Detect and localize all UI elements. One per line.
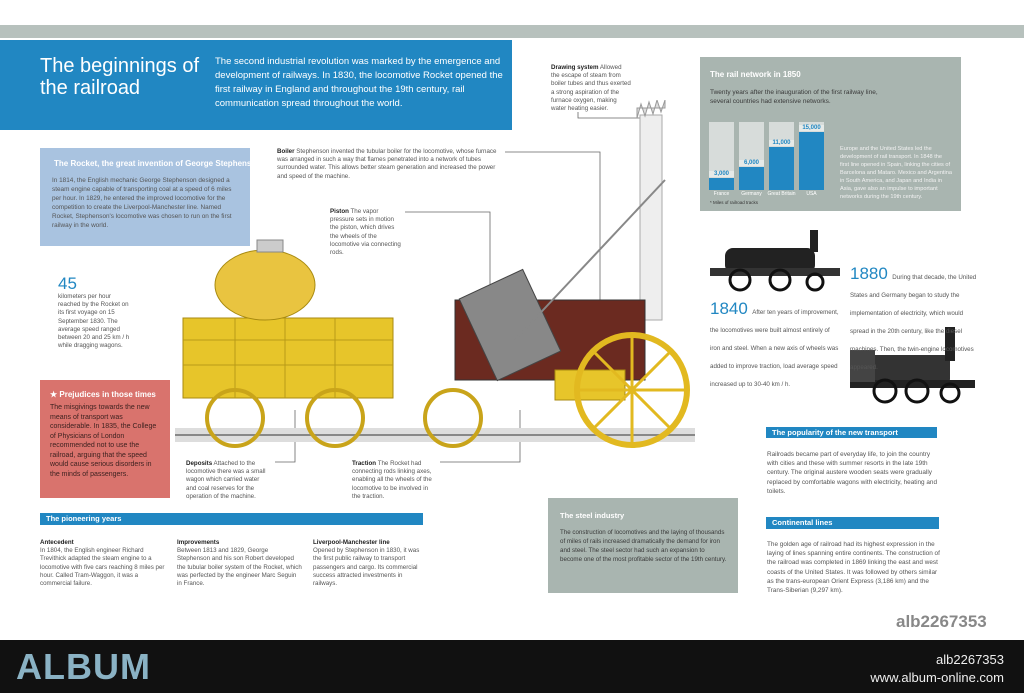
popularity-text: Railroads became part of everyday life, … <box>767 451 938 495</box>
rocket-locomotive-illustration <box>175 100 695 448</box>
callout-boiler: Boiler Stephenson invented the tubular b… <box>277 148 497 180</box>
locomotive-1840-illustration <box>710 230 840 292</box>
locomotive-1880-illustration <box>850 327 975 404</box>
rail-network-title: The rail network in 1850 <box>710 70 801 79</box>
rail-network-side-text: Europe and the United States led the dev… <box>840 146 952 200</box>
watermark-id: alb2267353 <box>896 612 987 631</box>
bar-value-label: 11,000 <box>769 140 794 147</box>
bar-great-britain <box>769 147 794 190</box>
callout-piston: Piston The vapor pressure sets in motion… <box>330 208 401 257</box>
category-label: USA <box>806 191 817 197</box>
category-label: Germany <box>741 191 762 197</box>
popularity-title: The popularity of the new transport <box>766 427 937 438</box>
continental-title: Continental lines <box>766 517 939 529</box>
bar-value-label: 3,000 <box>709 171 734 178</box>
header-banner: The beginnings of the railroad The secon… <box>0 40 512 130</box>
prejudices-panel: ★ Prejudices in those times The misgivin… <box>40 380 170 498</box>
bar-usa <box>799 132 824 190</box>
top-strip <box>0 25 1024 38</box>
prejudices-text: The misgivings towards the new means of … <box>50 404 157 478</box>
rail-network-intro: Twenty years after the inauguration of t… <box>710 89 878 105</box>
steel-title: The steel industry <box>560 511 625 520</box>
bar-value-label: 6,000 <box>739 159 764 166</box>
callout-drawing-system: Drawing system Allowed the escape of ste… <box>551 64 631 113</box>
pioneering-title: The pioneering years <box>40 513 423 525</box>
prejudices-title: ★ Prejudices in those times <box>50 390 156 399</box>
speed-text: kilometers per hour reached by the Rocke… <box>58 293 130 350</box>
footer-id: alb2267353 <box>936 652 1004 667</box>
chart-footnote: * Miles of railroad tracks <box>710 200 759 205</box>
rail-network-chart: 3,000 6,000 11,000 15,000 <box>709 122 829 190</box>
callout-deposits: Deposits Attached to the locomotive ther… <box>186 460 266 500</box>
rocket-panel: The Rocket, the great invention of Georg… <box>40 148 250 246</box>
star-icon: ★ <box>50 390 58 399</box>
callout-traction: Traction The Rocket had connecting rods … <box>352 460 432 500</box>
speed-value: 45 <box>58 274 77 293</box>
timeline-1880: 1880 During that decade, the United Stat… <box>850 265 980 374</box>
year-1840: 1840 <box>710 299 748 318</box>
footer-url[interactable]: www.album-online.com <box>870 670 1004 685</box>
steel-panel: The steel industry The construction of l… <box>548 498 738 593</box>
steel-text: The construction of locomotives and the … <box>560 529 727 563</box>
header-intro: The second industrial revolution was mar… <box>215 56 503 109</box>
bar-france <box>709 178 734 190</box>
footer: ALBUM alb2267353 www.album-online.com <box>0 640 1024 693</box>
rail-network-panel: The rail network in 1850 Twenty years af… <box>700 57 961 211</box>
category-label: Great Britain <box>767 191 796 197</box>
bar-germany <box>739 166 764 190</box>
category-label: France <box>713 191 730 197</box>
year-1880: 1880 <box>850 264 888 283</box>
timeline-1840: 1840 After ten years of improvement, the… <box>710 300 840 391</box>
page-title: The beginnings of the railroad <box>40 55 200 99</box>
rocket-title: The Rocket, the great invention of Georg… <box>54 159 250 168</box>
text-1880: During that decade, the United States an… <box>850 274 977 371</box>
continental-text: The golden age of railroad had its highe… <box>767 541 940 595</box>
album-logo: ALBUM <box>16 646 151 687</box>
bar-value-label: 15,000 <box>799 125 824 131</box>
text-1840: After ten years of improvement, the loco… <box>710 309 839 388</box>
speed-fact: 45 kilometers per hour reached by the Ro… <box>58 275 133 350</box>
rocket-text: In 1814, the English mechanic George Ste… <box>52 177 232 229</box>
